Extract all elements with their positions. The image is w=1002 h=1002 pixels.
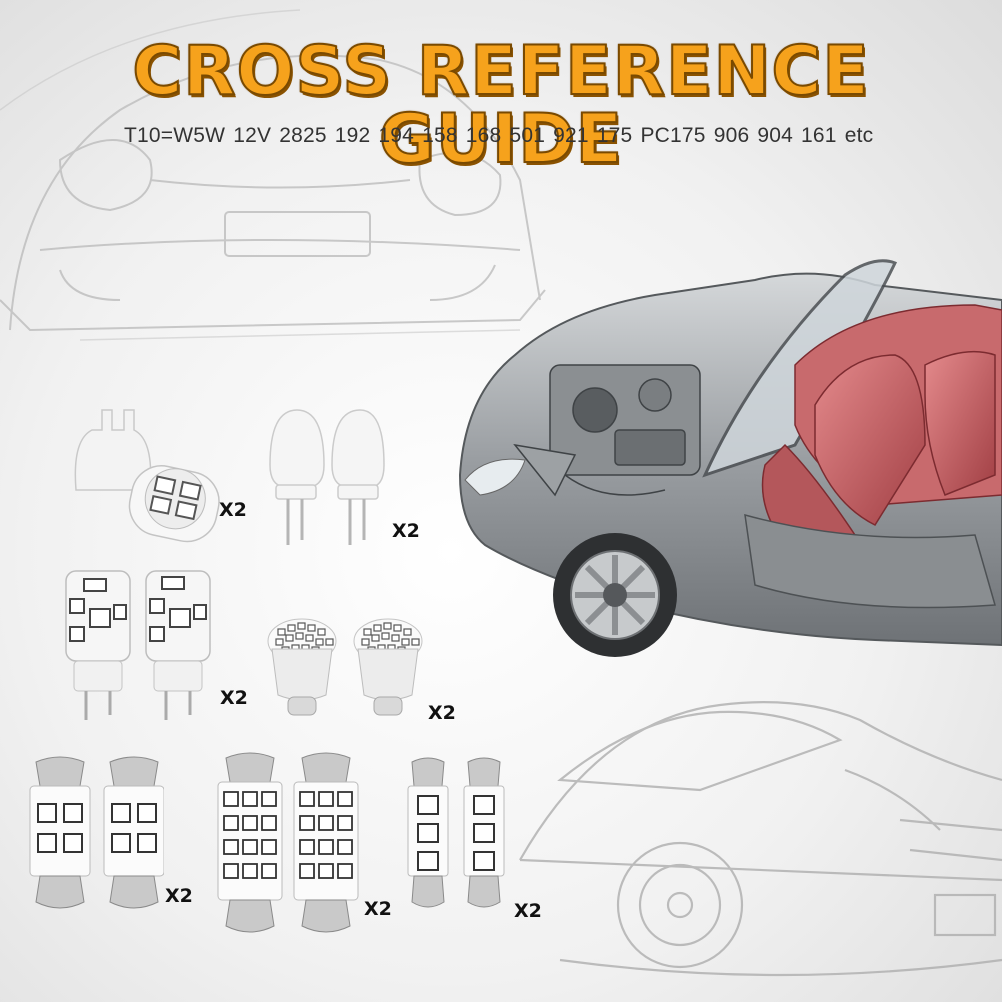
page-title: CROSS REFERENCE GUIDE [131,32,870,179]
festoon-3smd-bulb-icon [407,757,505,908]
cross-reference-codes: T10=W5W 12V 2825 192 194 158 168 501 921… [124,124,874,147]
front-wheel-icon [553,533,677,657]
festoon-4smd-bulb-icon [29,756,164,909]
qty-label-festoon-12smd: X2 [364,898,392,920]
festoon-12smd-bulb-icon [217,752,359,933]
qty-label-t10-dome: X2 [392,520,420,542]
qty-label-t10-4smd: X2 [219,499,247,521]
qty-label-festoon-4smd: X2 [165,885,193,907]
cutaway-car-image [458,259,1002,657]
ba15d-22smd-bulb-icon [267,618,423,716]
t10-wedge-dome-bulb-icon [269,409,385,545]
qty-label-t10-5smd: X2 [220,687,248,709]
t10-wedge-4smd-bulb-icon [74,409,220,543]
qty-label-ba15d: X2 [428,702,456,724]
qty-label-festoon-3smd: X2 [514,900,542,922]
t10-wedge-5smd-bulb-icon [65,570,211,720]
